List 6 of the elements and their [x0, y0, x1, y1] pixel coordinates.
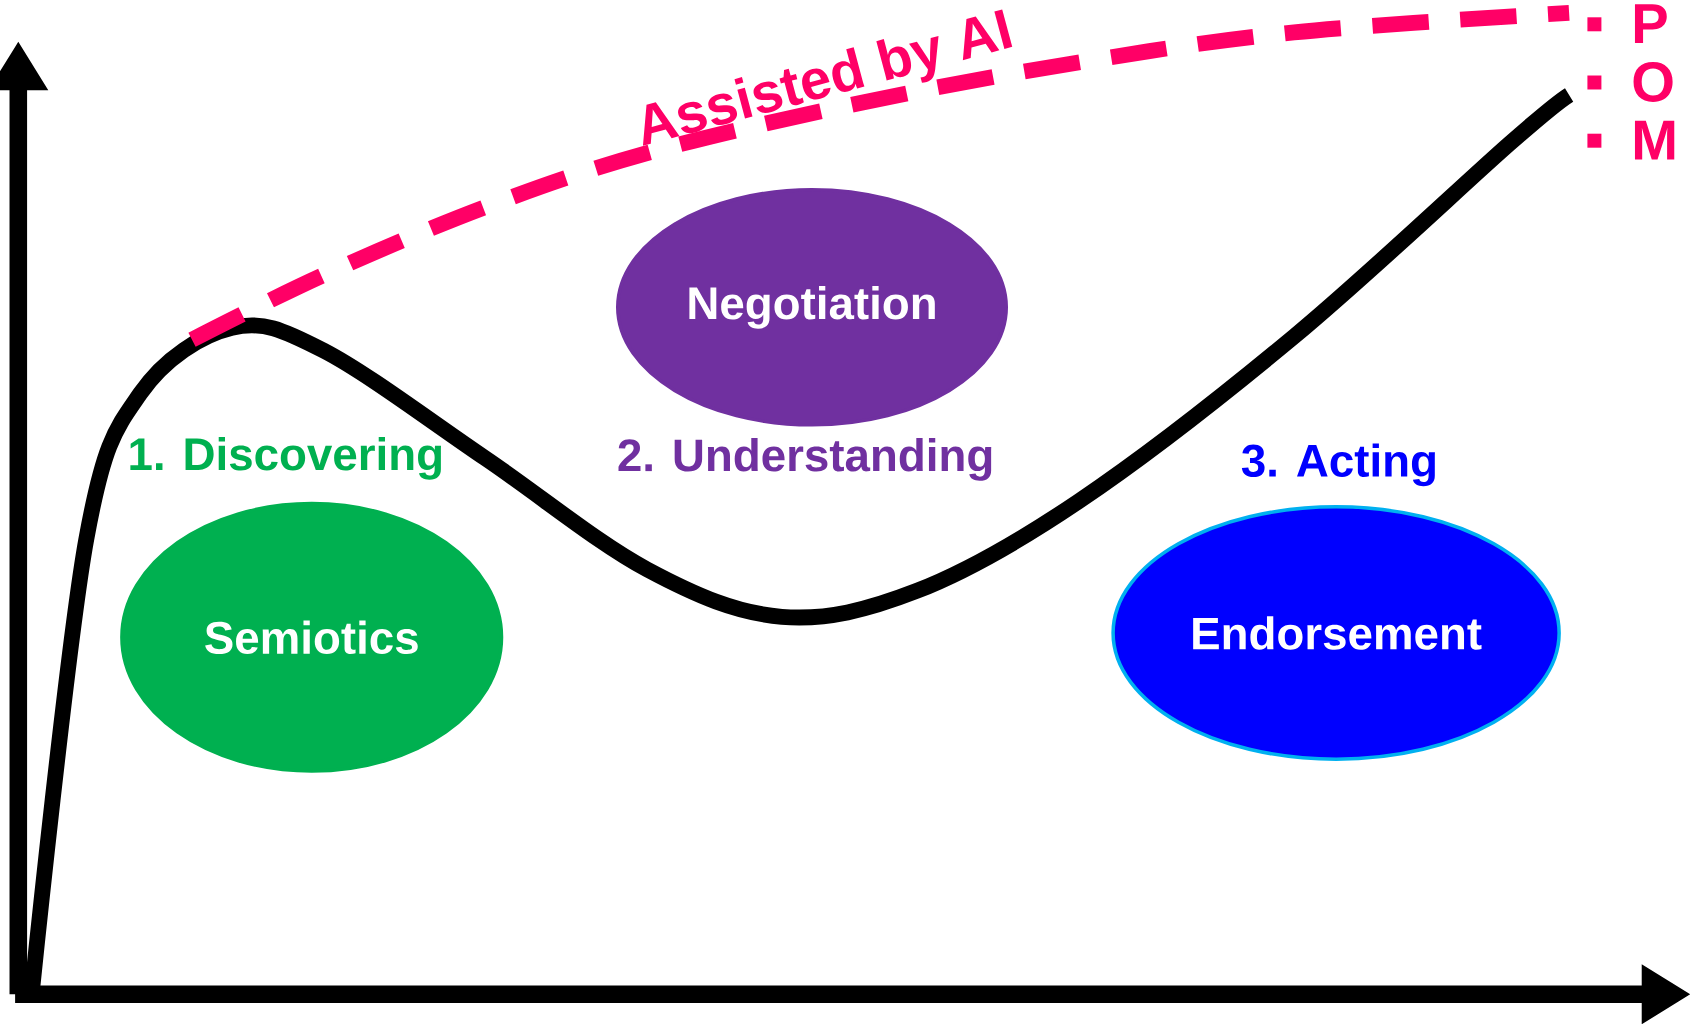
- bullet-item: O: [1587, 62, 1673, 102]
- bullet-item: M: [1587, 120, 1675, 160]
- stage-label: 1. Discovering: [130, 436, 441, 480]
- stage-label: 3. Acting: [1241, 443, 1435, 487]
- stage-label: 2. Understanding: [618, 438, 992, 481]
- bullet-item: P: [1587, 4, 1667, 44]
